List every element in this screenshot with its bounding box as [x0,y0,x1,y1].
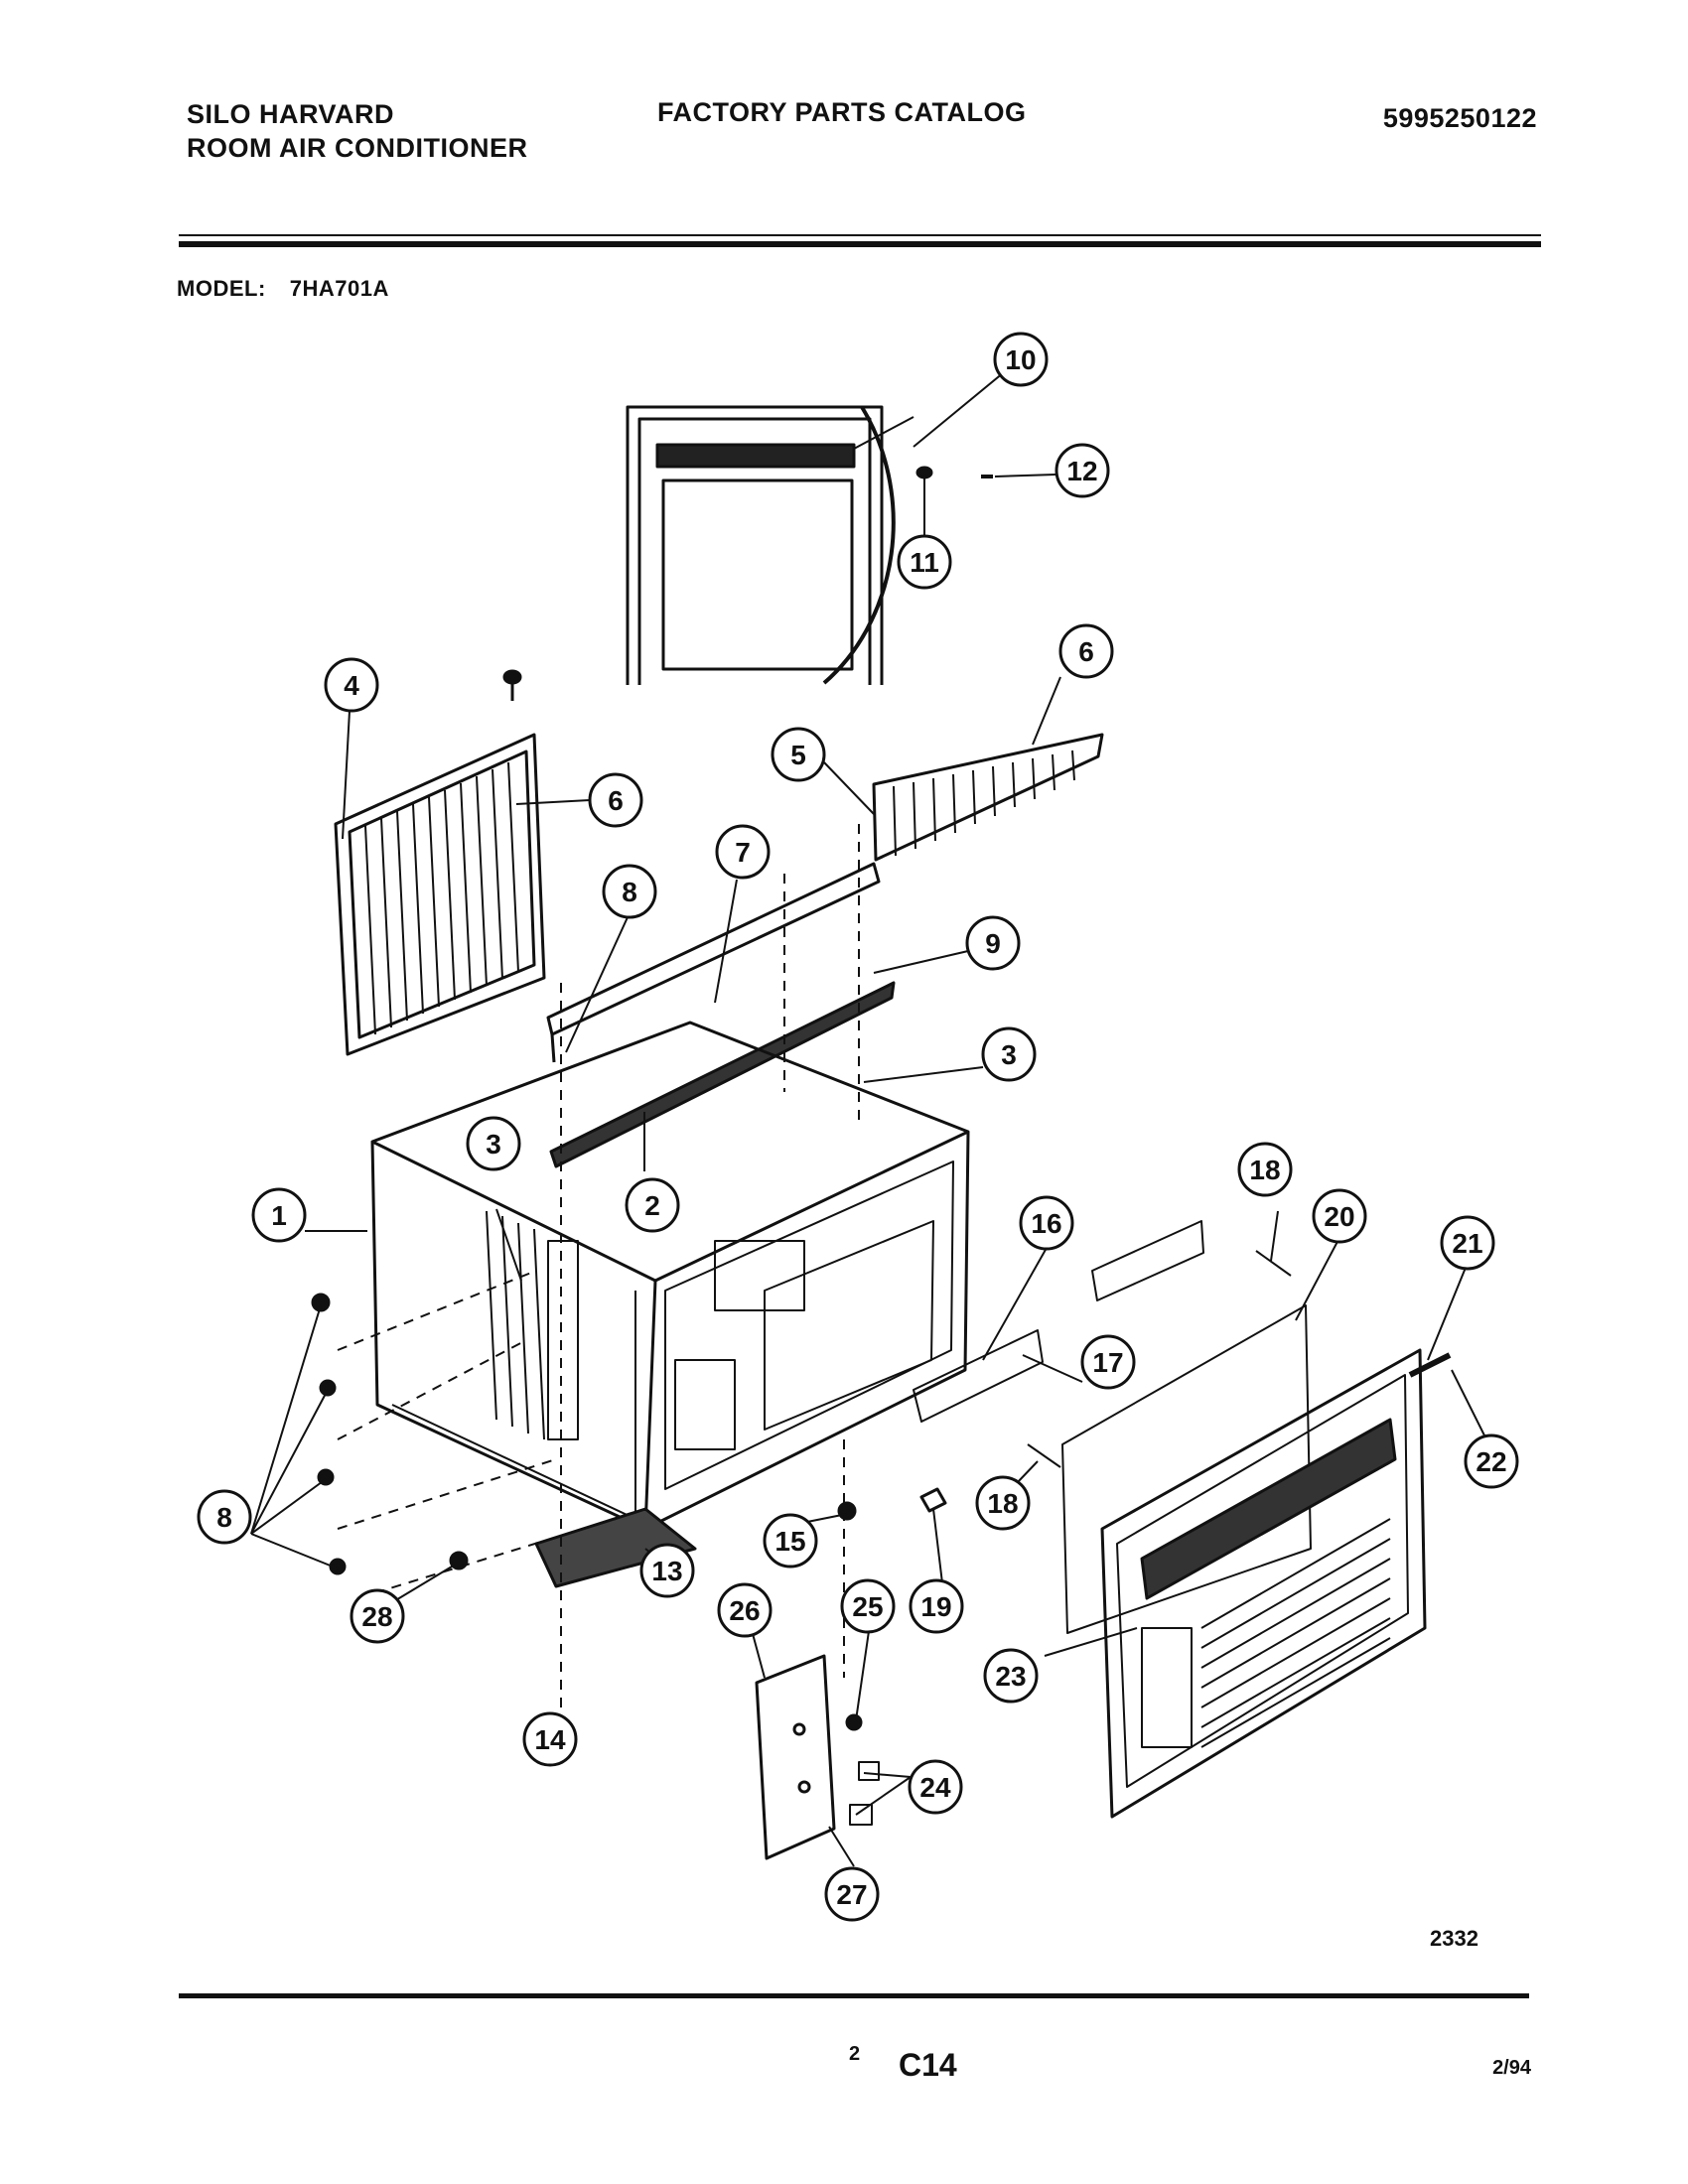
callout-6: 6 [1058,623,1114,679]
svg-text:27: 27 [836,1879,867,1910]
front-grille [1100,1348,1452,1819]
callout-3: 3 [466,1116,521,1171]
callout-22: 22 [1464,1433,1519,1489]
callout-18: 18 [1237,1142,1293,1197]
svg-text:6: 6 [1078,636,1094,667]
control-panel [755,1654,880,1860]
callout-16: 16 [1019,1195,1074,1251]
section-code: C14 [899,2047,957,2083]
callout-17: 17 [1080,1334,1136,1390]
callout-2: 2 [625,1177,680,1233]
svg-text:17: 17 [1092,1347,1123,1378]
callout-14: 14 [522,1711,578,1767]
brand-name: SILO HARVARD [187,99,395,129]
callout-9: 9 [965,915,1021,971]
catalog-title: FACTORY PARTS CATALOG [657,97,1027,127]
callouts: 10 12 11 4 6 6 5 7 8 9 3 3 1 2 18 20 21 … [197,332,1519,1922]
drawing-number: 2332 [1430,1926,1478,1951]
callout-1: 1 [251,1187,307,1243]
callout-18: 18 [975,1475,1031,1531]
air-deflectors [913,1220,1292,1468]
svg-text:8: 8 [216,1502,232,1533]
model-number: 7HA701A [289,276,389,301]
svg-text:24: 24 [919,1772,951,1803]
callout-3: 3 [981,1026,1037,1082]
svg-text:16: 16 [1031,1208,1061,1239]
svg-text:3: 3 [486,1129,501,1160]
svg-text:12: 12 [1066,456,1097,486]
main-cabinet [370,1021,970,1531]
svg-text:11: 11 [910,547,939,578]
callout-23: 23 [983,1648,1039,1704]
svg-text:15: 15 [774,1526,805,1557]
callout-5: 5 [771,727,826,782]
callout-24: 24 [908,1759,963,1815]
callout-11: 11 [897,534,952,590]
svg-text:21: 21 [1452,1228,1482,1259]
svg-text:14: 14 [534,1724,566,1755]
callout-26: 26 [717,1582,773,1638]
callout-12: 12 [1055,443,1110,498]
left-side-panel [334,669,546,1056]
callout-15: 15 [763,1513,818,1569]
svg-text:10: 10 [1005,344,1036,375]
header-rule-thin [179,234,1541,236]
svg-text:4: 4 [344,670,359,701]
callout-8: 8 [602,864,657,919]
screws [311,1293,947,1755]
svg-text:28: 28 [361,1601,392,1632]
inset-front-frame [626,405,993,685]
svg-text:3: 3 [1001,1039,1017,1070]
svg-text:22: 22 [1476,1446,1506,1477]
svg-text:7: 7 [735,837,751,868]
base-pan [534,1507,697,1588]
svg-text:2: 2 [644,1190,660,1221]
right-louver-panel [872,733,1104,862]
revision-date: 2/94 [1492,2057,1531,2079]
product-type: ROOM AIR CONDITIONER [187,133,528,163]
svg-text:9: 9 [985,928,1001,959]
svg-text:5: 5 [790,740,806,770]
callout-10: 10 [993,332,1049,387]
filter [1061,1304,1312,1634]
callout-7: 7 [715,824,771,880]
page-number: 2 [849,2043,861,2065]
callout-8: 8 [197,1489,252,1545]
callout-13: 13 [639,1543,695,1598]
model-label: MODEL: [177,276,266,301]
svg-text:26: 26 [729,1595,760,1626]
callout-27: 27 [824,1866,880,1922]
svg-text:1: 1 [271,1200,287,1231]
top-rail [546,862,896,1168]
model-line: MODEL: 7HA701A [177,276,389,302]
svg-text:6: 6 [608,785,624,816]
header-rule-thick [179,241,1541,247]
brand-block: SILO HARVARD ROOM AIR CONDITIONER [187,97,528,165]
svg-text:13: 13 [651,1556,682,1586]
callout-25: 25 [840,1578,896,1634]
parts-drawing [250,362,1493,1867]
callout-6: 6 [588,772,643,828]
svg-text:18: 18 [987,1488,1018,1519]
svg-text:20: 20 [1324,1201,1354,1232]
leader-lines [250,362,1493,1867]
svg-text:8: 8 [622,877,637,907]
assembly-dash-lines [337,824,860,1732]
callout-20: 20 [1312,1188,1367,1244]
svg-text:19: 19 [920,1591,951,1622]
callout-21: 21 [1440,1215,1495,1271]
callout-4: 4 [324,657,379,713]
footer-rule [179,1993,1529,1998]
svg-text:25: 25 [852,1591,883,1622]
callout-28: 28 [350,1588,405,1644]
svg-text:18: 18 [1249,1155,1280,1185]
svg-text:23: 23 [995,1661,1026,1692]
callout-19: 19 [909,1578,964,1634]
part-number: 5995250122 [1382,103,1537,133]
